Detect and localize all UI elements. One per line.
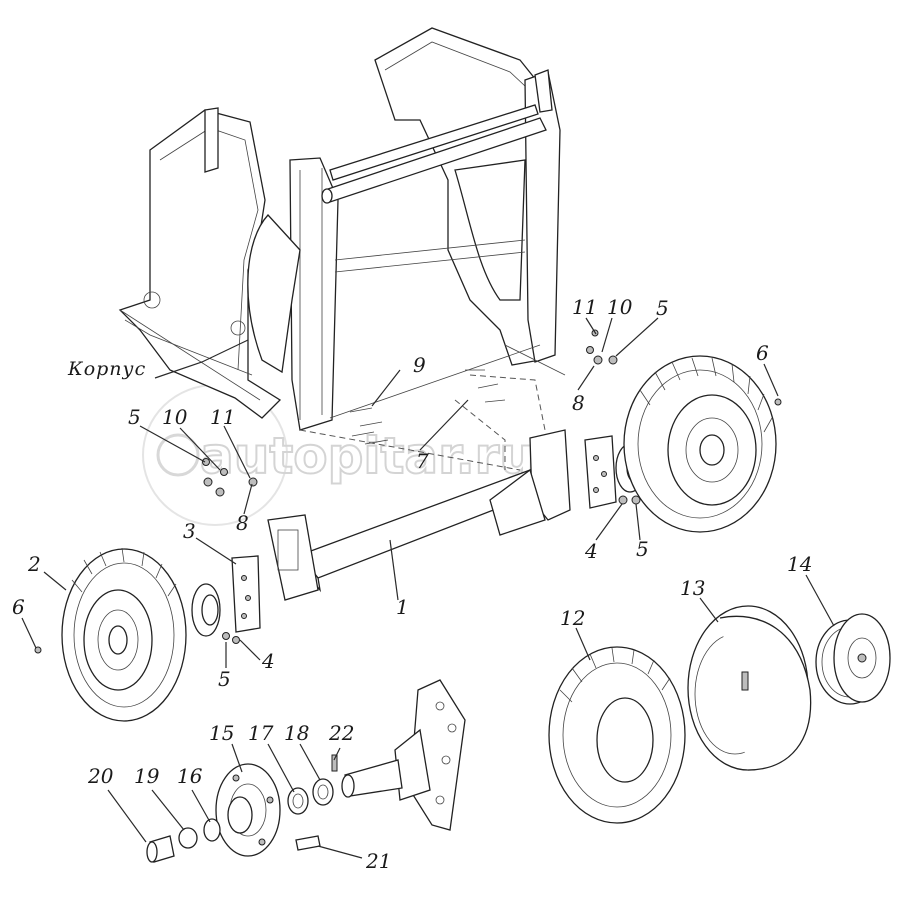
- callout-labels: 1 2 3 4 4 5 5 5 5 6 6 7 8 8 9 10 10 11 1…: [12, 295, 812, 873]
- left-wheel: [61, 547, 187, 722]
- callout-6-right: 6: [756, 341, 769, 365]
- callout-9: 9: [413, 353, 426, 377]
- callout-15: 15: [209, 721, 234, 745]
- leader-lines: [21, 317, 835, 859]
- callout-10-right: 10: [607, 295, 633, 319]
- callout-5-right-top: 5: [656, 296, 669, 320]
- housing-label: Корпус: [67, 358, 146, 380]
- callout-17: 17: [248, 721, 274, 745]
- inner-tube-13: [687, 605, 812, 771]
- callout-5-left-bottom: 5: [218, 667, 231, 691]
- callout-11-right: 11: [572, 295, 597, 319]
- callout-20: 20: [87, 764, 114, 788]
- callout-1: 1: [396, 595, 409, 619]
- left-hub-assembly: [191, 555, 261, 637]
- callout-22: 22: [328, 721, 354, 745]
- callout-16: 16: [177, 764, 203, 788]
- tire-12: [548, 646, 686, 824]
- spindle-bracket: [331, 679, 466, 831]
- watermark: autopitar.ru: [142, 384, 536, 526]
- callout-3: 3: [183, 519, 196, 543]
- callout-4-left: 4: [261, 649, 275, 673]
- callout-8-left: 8: [236, 511, 249, 535]
- callout-14: 14: [787, 552, 812, 576]
- callout-6-left: 6: [12, 595, 25, 619]
- callout-8-right: 8: [572, 391, 585, 415]
- callout-4-right: 4: [584, 539, 598, 563]
- dashed-guides: [299, 374, 546, 471]
- callout-21: 21: [365, 849, 391, 873]
- callout-5-left-top: 5: [128, 405, 141, 429]
- callout-10-left: 10: [162, 405, 188, 429]
- fasteners: [34, 329, 782, 654]
- callout-19: 19: [134, 764, 160, 788]
- rim-14: [815, 613, 891, 705]
- hub-parts: [146, 763, 334, 863]
- callout-2: 2: [27, 552, 41, 576]
- housing-frame: [118, 27, 566, 431]
- right-wheel: [623, 355, 777, 533]
- axle-beam: [267, 429, 571, 601]
- callout-5-right-bottom: 5: [636, 537, 649, 561]
- callout-18: 18: [284, 721, 309, 745]
- callout-11-left: 11: [210, 405, 235, 429]
- callout-13: 13: [680, 576, 705, 600]
- callout-12: 12: [560, 606, 585, 630]
- watermark-text: autopitar.ru: [200, 427, 535, 485]
- callout-7: 7: [416, 449, 429, 473]
